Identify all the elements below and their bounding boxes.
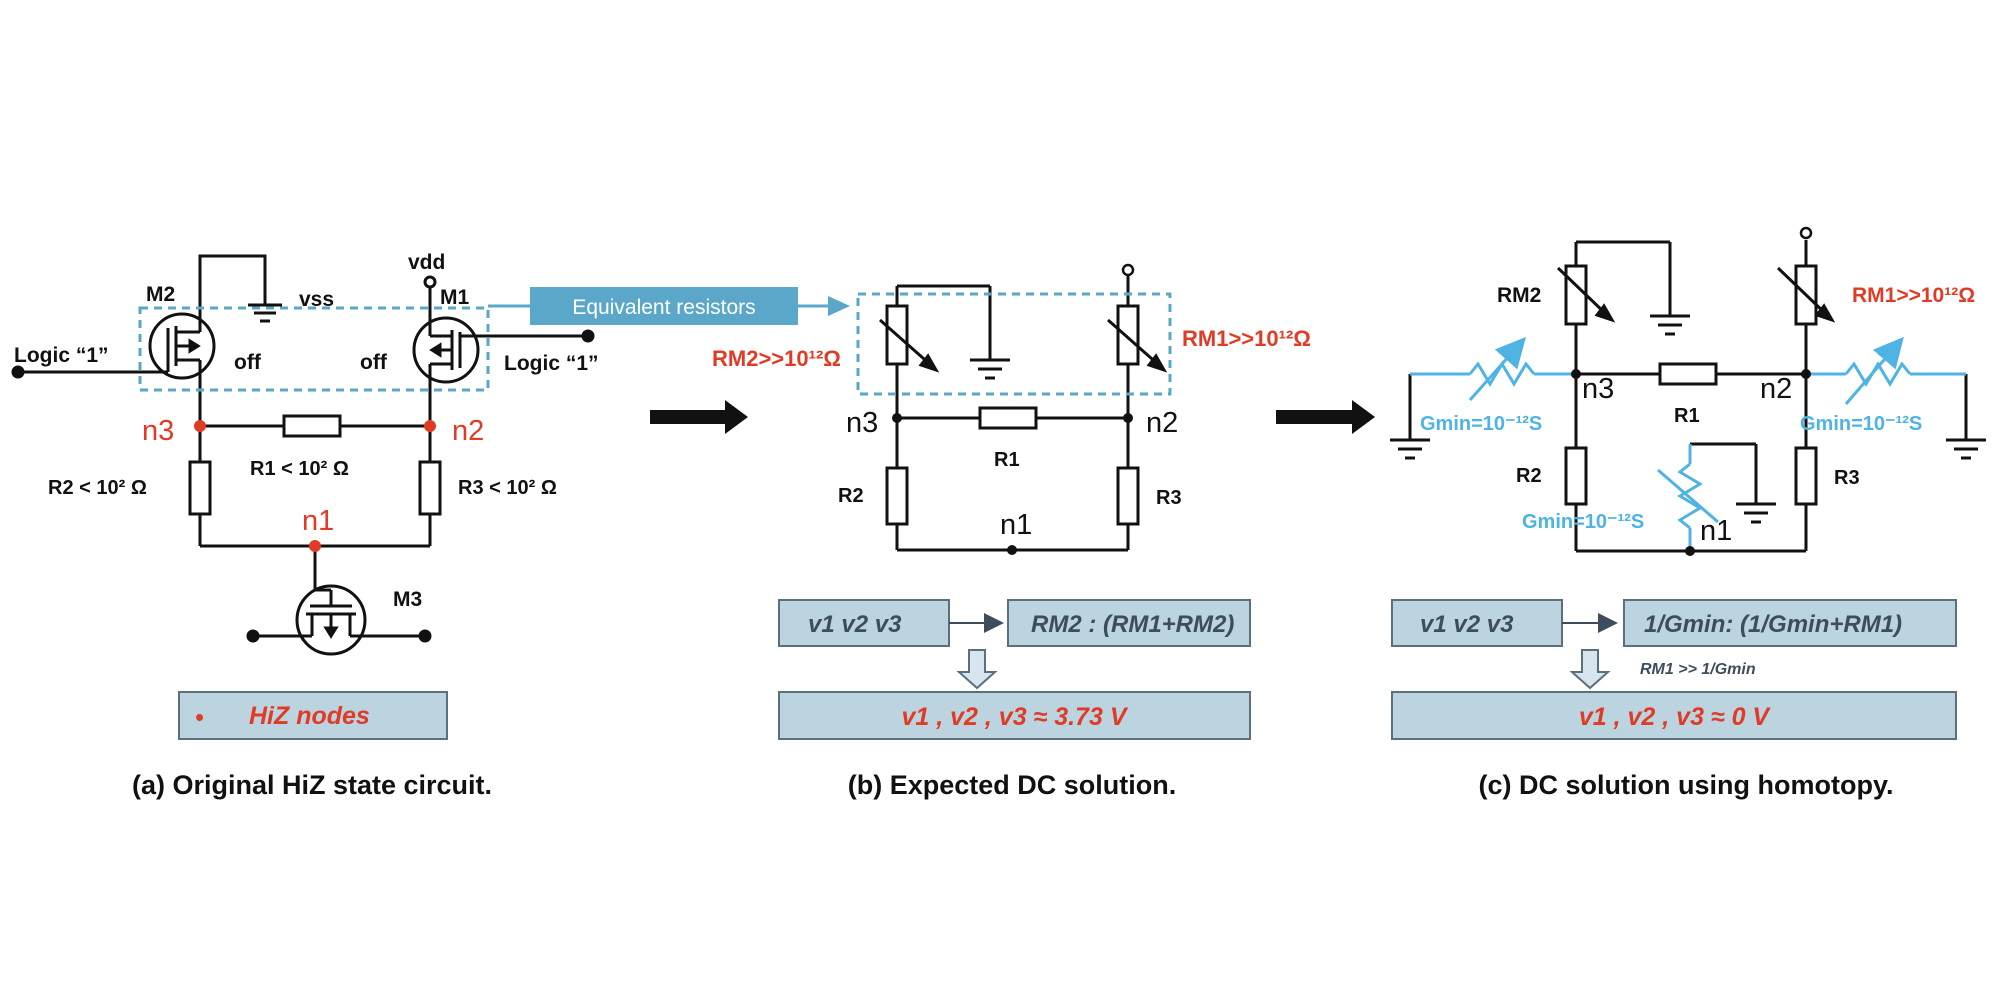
r1-resistor-c [1658, 362, 1718, 386]
off-right-label: off [360, 351, 388, 374]
result-box-b [778, 691, 1251, 740]
r2-label-c: R2 [1516, 465, 1542, 487]
r1-label-a: R1 < 10² Ω [250, 458, 349, 480]
hiz-legend-box [178, 691, 448, 740]
n2-label-c: n2 [1760, 373, 1792, 405]
r2-label-a: R2 < 10² Ω [48, 477, 147, 499]
logic-right-label: Logic “1” [504, 352, 599, 375]
n1-label-c: n1 [1700, 515, 1732, 547]
vss-label: vss [299, 288, 334, 311]
result-box-c [1391, 691, 1957, 740]
off-left-label: off [234, 351, 262, 374]
caption-a: (a) Original HiZ state circuit. [132, 770, 492, 800]
hiz-legend-label: HiZ nodes [249, 702, 370, 730]
n2-label-a: n2 [452, 415, 484, 447]
gmin-left-label: Gmin=10⁻¹²S [1420, 413, 1542, 435]
hiz-node-n1 [309, 540, 321, 552]
r3-label-a: R3 < 10² Ω [458, 477, 557, 499]
vars-label-c: v1 v2 v3 [1420, 611, 1514, 638]
result-label-c: v1 , v2 , v3 ≈ 0 V [1579, 703, 1772, 731]
n3-label-c: n3 [1582, 373, 1614, 405]
equivalent-arrowhead [828, 296, 850, 316]
equivalent-resistors-banner [530, 287, 798, 325]
hiz-legend-bullet: • [195, 702, 204, 732]
rm2-label-b: RM2>>10¹²Ω [712, 346, 841, 371]
rm1-label-c: RM1>>10¹²Ω [1852, 284, 1975, 307]
arrow-b-to-c-icon [1276, 400, 1375, 434]
m3-label: M3 [393, 588, 422, 611]
m3-transistor-icon [253, 584, 425, 656]
panel-a [11, 254, 595, 656]
r2-resistor [188, 460, 212, 516]
r1-label-c: R1 [1674, 405, 1700, 427]
gmin-left-resistor [1468, 361, 1536, 387]
equivalent-region-b [856, 292, 1172, 396]
rm1-resistor-b [1116, 304, 1140, 366]
down-arrow-c-icon [1569, 649, 1611, 690]
ratio-label-c: 1/Gmin: (1/Gmin+RM1) [1644, 611, 1902, 638]
r3-resistor-b [1116, 466, 1140, 526]
caption-c: (c) DC solution using homotopy. [1479, 770, 1894, 800]
ground-icon [248, 303, 282, 323]
vdd-label: vdd [408, 251, 445, 274]
arrow-a-to-b-icon [650, 400, 748, 434]
down-arrow-b-icon [956, 649, 998, 690]
hiz-node-n2 [424, 420, 436, 432]
r3-resistor [418, 460, 442, 516]
rm1-label-b: RM1>>10¹²Ω [1182, 326, 1311, 351]
result-label-b: v1 , v2 , v3 ≈ 3.73 V [902, 703, 1129, 731]
vdd-terminal-b [1121, 263, 1135, 277]
r1-resistor [282, 414, 342, 438]
logic-left-label: Logic “1” [14, 344, 109, 367]
vss-wire [198, 254, 267, 318]
r2-resistor-c [1564, 446, 1588, 506]
ground-icon-c1 [1650, 314, 1690, 336]
vdd-terminal [423, 275, 437, 289]
panel-c [1390, 240, 1986, 553]
vars-box-c [1391, 599, 1563, 647]
ratio-box-c [1623, 599, 1957, 647]
r2-label-b: R2 [838, 485, 864, 507]
r1-resistor-b [978, 406, 1038, 430]
ground-icon-c2 [1390, 438, 1430, 460]
equivalent-region-a [138, 306, 490, 392]
n1-label-b: n1 [1000, 509, 1032, 541]
equivalent-resistors-label: Equivalent resistors [572, 296, 755, 319]
r1-label-b: R1 [994, 449, 1020, 471]
n1-label-a: n1 [302, 505, 334, 537]
gmin-bottom-label: Gmin=10⁻¹²S [1522, 511, 1644, 533]
rm2-label-c: RM2 [1497, 284, 1541, 307]
gmin-right-label: Gmin=10⁻¹²S [1800, 413, 1922, 435]
m1-label: M1 [440, 286, 469, 309]
vdd-terminal-c [1799, 226, 1813, 240]
r3-resistor-c [1794, 446, 1818, 506]
note-label-c: RM1 >> 1/Gmin [1640, 661, 1756, 678]
n3-label-b: n3 [846, 407, 878, 439]
ground-icon-b [970, 358, 1010, 380]
caption-b: (b) Expected DC solution. [848, 770, 1177, 800]
ratio-box-b [1007, 599, 1251, 647]
ratio-label-b: RM2 : (RM1+RM2) [1031, 611, 1234, 638]
m2-transistor-icon [148, 312, 216, 426]
rm2-resistor-c [1564, 264, 1588, 326]
panel-b [879, 276, 1168, 552]
logic-left-terminal [11, 365, 25, 379]
ground-icon-c3 [1946, 438, 1986, 460]
hiz-node-n3 [194, 420, 206, 432]
r3-label-b: R3 [1156, 487, 1182, 509]
vars-label-b: v1 v2 v3 [808, 611, 902, 638]
m1-transistor-icon [412, 282, 480, 426]
n2-label-b: n2 [1146, 407, 1178, 439]
r2-resistor-b [885, 466, 909, 526]
ground-icon-c4 [1736, 502, 1776, 524]
gmin-bottom-resistor [1677, 462, 1703, 530]
gmin-network [1410, 336, 1966, 551]
m2-label: M2 [146, 283, 175, 306]
n3-label-a: n3 [142, 415, 174, 447]
r3-label-c: R3 [1834, 467, 1860, 489]
